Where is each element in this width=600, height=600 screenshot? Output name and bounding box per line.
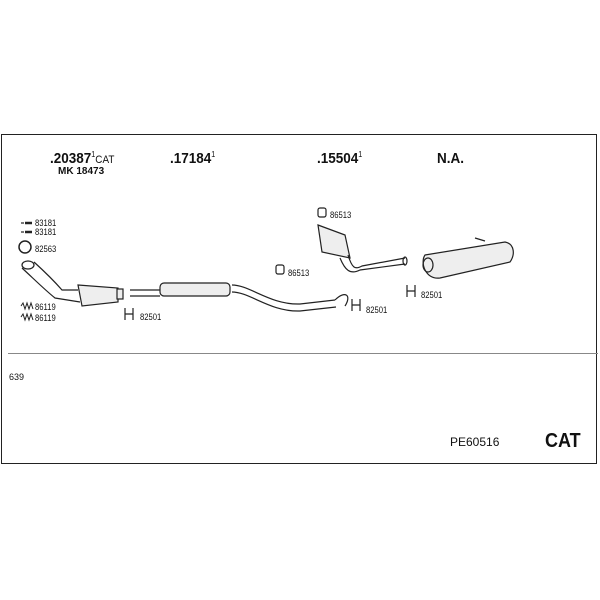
gasket-label: 82563 [35, 244, 57, 254]
gasket-icon [18, 240, 32, 254]
bolt-label: 83181 [35, 218, 57, 228]
part-number: .15504 [317, 150, 359, 167]
middle-silencer-icon [317, 224, 408, 273]
catalyst-icon [21, 260, 124, 307]
spring-label: 86119 [35, 302, 56, 312]
part-number: .17184 [170, 150, 212, 167]
clamp-label: 82501 [366, 305, 388, 315]
superscript: 1 [91, 150, 96, 159]
clamp-label: 82501 [140, 312, 162, 322]
rear-silencer-part-number: N.A. [437, 150, 464, 167]
spring-label: 86119 [35, 313, 56, 323]
diagram-frame [1, 134, 597, 464]
mounting-kit: MK 18473 [58, 166, 105, 177]
middle-silencer-part-number: .155041 [317, 150, 362, 167]
part-number: .20387 [50, 150, 92, 167]
superscript: 1 [211, 150, 216, 159]
bolt-icon [21, 221, 32, 234]
type-label: CAT [545, 430, 581, 452]
rubber-mount-icon [275, 207, 327, 275]
divider [8, 353, 598, 354]
catalyst-part-number: .203871CAT [50, 150, 114, 167]
clamp-label: 82501 [421, 290, 443, 300]
front-silencer-icon [130, 282, 349, 312]
front-silencer-part-number: .171841 [170, 150, 215, 167]
rear-silencer-icon [422, 237, 514, 279]
code-label: 639 [9, 372, 25, 382]
set-number: PE60516 [450, 435, 500, 449]
rubber-mount-label: 86513 [330, 210, 352, 220]
cat-suffix: CAT [95, 154, 115, 166]
clamp-icon [124, 285, 416, 320]
rubber-mount-label: 86513 [288, 268, 310, 278]
bolt-label: 83181 [35, 227, 57, 237]
superscript: 1 [358, 150, 363, 159]
spring-icon [20, 301, 34, 322]
